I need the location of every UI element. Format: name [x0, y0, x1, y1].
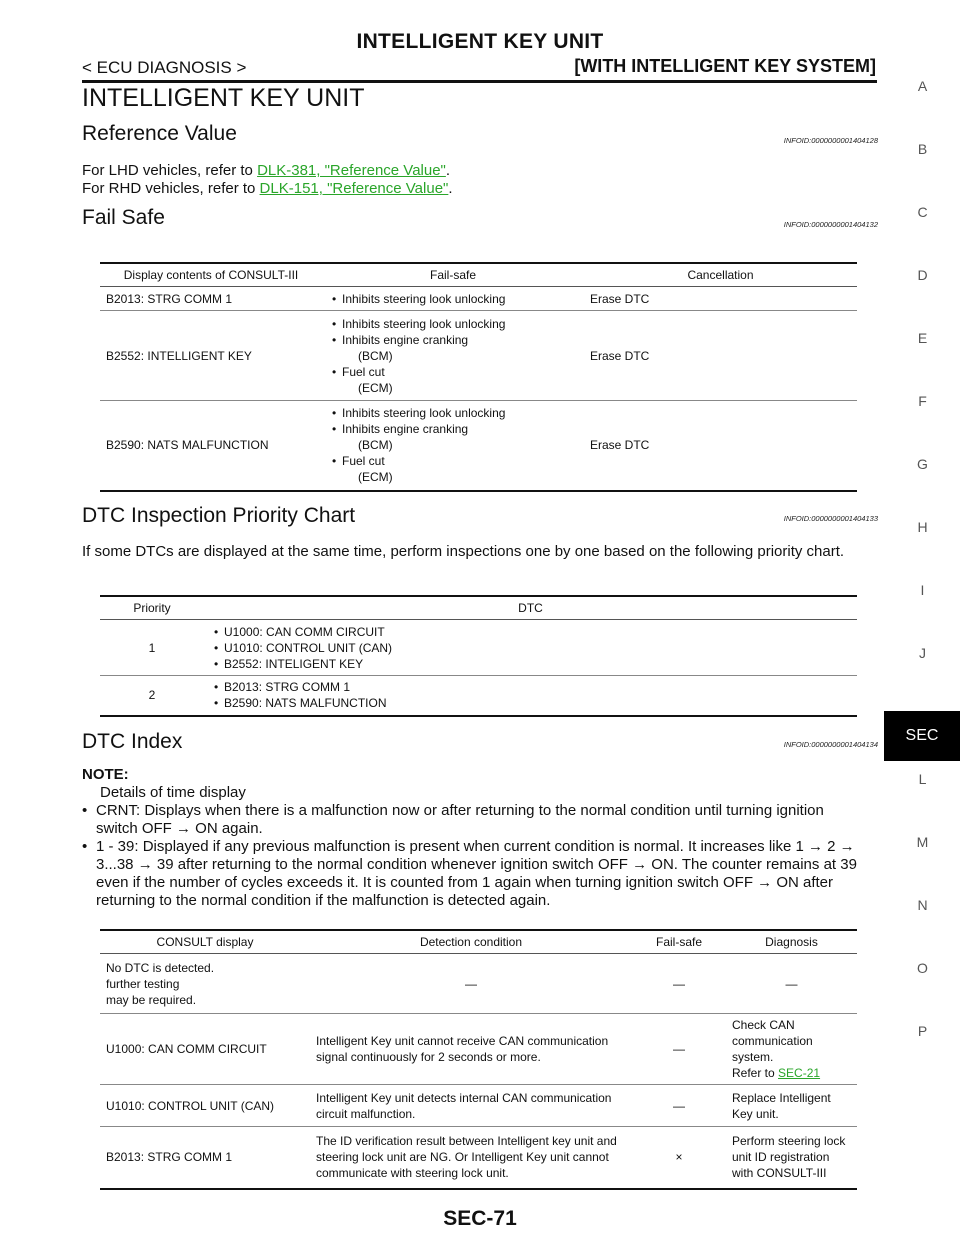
page-number: SEC-71 — [443, 1207, 517, 1230]
side-index-c[interactable]: C — [917, 204, 928, 220]
infoid-reference: INFOID:0000000001404128 — [783, 136, 878, 145]
table-row: U1000: CAN COMM CIRCUIT Intelligent Key … — [100, 1013, 857, 1085]
link-dlk-151[interactable]: DLK-151, "Reference Value" — [259, 180, 449, 197]
page-header-title: INTELLIGENT KEY UNIT — [356, 30, 604, 53]
col-header: Display contents of CONSULT-III — [100, 262, 322, 287]
link-dlk-381[interactable]: DLK-381, "Reference Value" — [257, 162, 446, 179]
table-row: B2590: NATS MALFUNCTION Inhibits steerin… — [100, 400, 857, 492]
side-index-b[interactable]: B — [917, 141, 928, 157]
col-header: DTC — [204, 595, 857, 620]
link-sec-21[interactable]: SEC-21 — [778, 1066, 821, 1080]
side-index-a[interactable]: A — [917, 78, 928, 94]
breadcrumb: < ECU DIAGNOSIS > — [82, 58, 247, 77]
side-index-n[interactable]: N — [917, 897, 928, 913]
side-index-g[interactable]: G — [917, 456, 928, 472]
dtc-index-table: CONSULT display Detection condition Fail… — [100, 929, 857, 1190]
table-row: B2013: STRG COMM 1 Inhibits steering loo… — [100, 286, 857, 311]
note-list: CRNT: Displays when there is a malfuncti… — [82, 802, 857, 910]
priority-intro: If some DTCs are displayed at the same t… — [82, 543, 845, 560]
side-index-o[interactable]: O — [917, 960, 928, 976]
table-row: No DTC is detected. further testing may … — [100, 953, 857, 1014]
side-index-p[interactable]: P — [917, 1023, 928, 1039]
system-label: [WITH INTELLIGENT KEY SYSTEM] — [574, 56, 876, 76]
note-label: NOTE: — [82, 766, 129, 783]
list-item: 1 - 39: Displayed if any previous malfun… — [82, 838, 857, 910]
side-index-m[interactable]: M — [916, 834, 929, 850]
table-row: U1010: CONTROL UNIT (CAN) Intelligent Ke… — [100, 1084, 857, 1127]
infoid-dtc-index: INFOID:0000000001404134 — [783, 740, 878, 749]
side-index-i[interactable]: I — [920, 582, 925, 598]
side-index-j[interactable]: J — [919, 645, 926, 661]
section-heading-failsafe: Fail Safe — [82, 206, 165, 229]
failsafe-table: Display contents of CONSULT-III Fail-saf… — [100, 262, 857, 492]
side-index-l[interactable]: L — [918, 771, 927, 787]
section-heading-reference: Reference Value — [82, 122, 237, 145]
col-header: Detection condition — [310, 929, 632, 954]
table-row: B2013: STRG COMM 1 The ID verification r… — [100, 1126, 857, 1190]
col-header: Fail-safe — [322, 262, 584, 287]
side-index-d[interactable]: D — [917, 267, 928, 283]
col-header: Priority — [100, 595, 204, 620]
list-item: CRNT: Displays when there is a malfuncti… — [82, 802, 857, 838]
infoid-failsafe: INFOID:0000000001404132 — [783, 220, 878, 229]
table-row: 1 U1000: CAN COMM CIRCUIT U1010: CONTROL… — [100, 619, 857, 676]
header-rule — [82, 80, 877, 83]
table-row: B2552: INTELLIGENT KEY Inhibits steering… — [100, 310, 857, 401]
page-title: INTELLIGENT KEY UNIT — [82, 84, 365, 112]
col-header: Cancellation — [584, 262, 857, 287]
reference-lhd: For LHD vehicles, refer to DLK-381, "Ref… — [82, 162, 451, 179]
col-header: Diagnosis — [726, 929, 857, 954]
side-index-sec-active[interactable]: SEC — [884, 711, 960, 761]
side-index-f[interactable]: F — [918, 393, 927, 409]
priority-table: Priority DTC 1 U1000: CAN COMM CIRCUIT U… — [100, 595, 857, 717]
table-row: 2 B2013: STRG COMM 1 B2590: NATS MALFUNC… — [100, 675, 857, 717]
col-header: Fail-safe — [632, 929, 726, 954]
col-header: CONSULT display — [100, 929, 310, 954]
note-subtitle: Details of time display — [100, 784, 246, 801]
infoid-priority: INFOID:0000000001404133 — [783, 514, 878, 523]
section-heading-dtc-index: DTC Index — [82, 730, 183, 753]
section-heading-priority: DTC Inspection Priority Chart — [82, 504, 356, 527]
reference-rhd: For RHD vehicles, refer to DLK-151, "Ref… — [82, 180, 453, 197]
side-index-h[interactable]: H — [917, 519, 928, 535]
side-index-e[interactable]: E — [917, 330, 928, 346]
